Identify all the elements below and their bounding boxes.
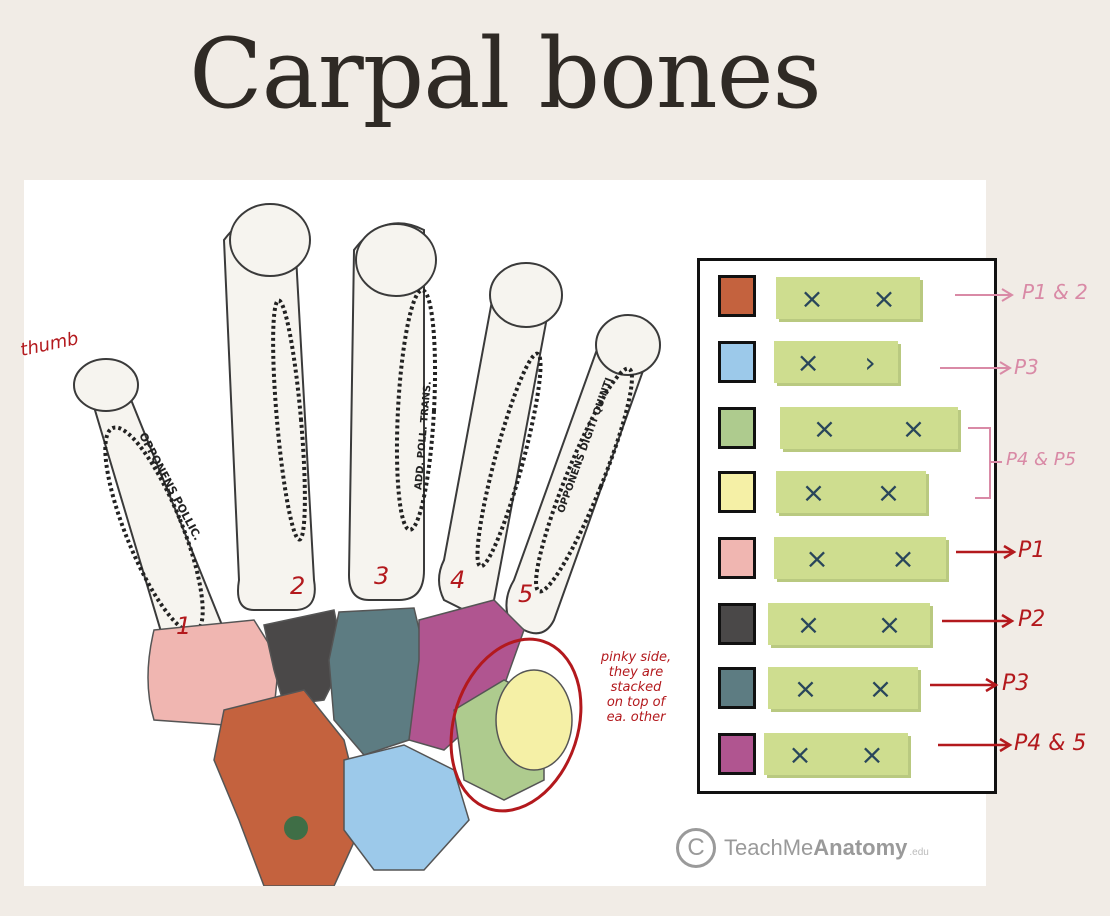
page-title: Carpal bones bbox=[189, 18, 822, 130]
legend-swatch-5 bbox=[718, 537, 756, 579]
answer-bar-5[interactable]: ×× bbox=[774, 537, 946, 579]
row-label-p4-p5: P4 & P5 bbox=[1006, 449, 1077, 470]
row-label-p4-5: P4 & 5 bbox=[1014, 731, 1087, 756]
legend-swatch-6 bbox=[718, 603, 756, 645]
answer-bar-8[interactable]: ×× bbox=[764, 733, 908, 775]
thumb-head bbox=[73, 358, 139, 412]
row-label-p3: P3 bbox=[1002, 671, 1030, 696]
carpal-trapezoid bbox=[263, 609, 345, 706]
answer-bar-2[interactable]: ×› bbox=[774, 341, 898, 383]
hand-illustration bbox=[73, 203, 661, 886]
digit-number-4: 4 bbox=[450, 566, 466, 594]
scaphoid-dot bbox=[284, 816, 308, 840]
carpal-lunate bbox=[343, 744, 470, 871]
legend-swatch-4 bbox=[718, 471, 756, 513]
digit-number-5: 5 bbox=[518, 580, 534, 608]
answer-bar-6[interactable]: ×× bbox=[768, 603, 930, 645]
answer-bar-1[interactable]: ×× bbox=[776, 277, 920, 319]
legend-swatch-8 bbox=[718, 733, 756, 775]
hand-diagram: OPPONENS POLLIC. ADD. POLL. TRANS. OPPON… bbox=[24, 180, 997, 886]
legend-swatch-2 bbox=[718, 341, 756, 383]
legend-swatch-7 bbox=[718, 667, 756, 709]
legend-swatch-1 bbox=[718, 275, 756, 317]
row-label-p1: P1 bbox=[1018, 538, 1046, 563]
copyright-icon: C bbox=[676, 828, 716, 868]
carpal-pisiform bbox=[495, 669, 573, 771]
answer-bar-4[interactable]: ×× bbox=[776, 471, 926, 513]
answer-bar-7[interactable]: ×× bbox=[768, 667, 918, 709]
legend-swatch-3 bbox=[718, 407, 756, 449]
answer-bar-3[interactable]: ×× bbox=[780, 407, 958, 449]
pinky-side-circle bbox=[449, 637, 583, 813]
teachmeanatomy-watermark: C TeachMeAnatomy.edu bbox=[676, 828, 929, 868]
pinky-side-note: pinky side, they are stacked on top of e… bbox=[600, 650, 672, 725]
row-label-p2: P2 bbox=[1018, 607, 1046, 632]
carpal-scaphoid bbox=[213, 689, 365, 886]
legend-box: ×× ×› ×× ×× ×× ×× ×× ×× bbox=[697, 258, 997, 794]
row-label-p1-2: P1 & 2 bbox=[1022, 280, 1088, 304]
digit-number-3: 3 bbox=[374, 562, 390, 590]
row-label-p3-pink: P3 bbox=[1014, 355, 1039, 379]
watermark-text: TeachMeAnatomy.edu bbox=[724, 835, 929, 860]
carpal-capitate bbox=[328, 607, 425, 756]
digit-number-2: 2 bbox=[290, 572, 306, 600]
digit-number-1: 1 bbox=[176, 612, 192, 640]
